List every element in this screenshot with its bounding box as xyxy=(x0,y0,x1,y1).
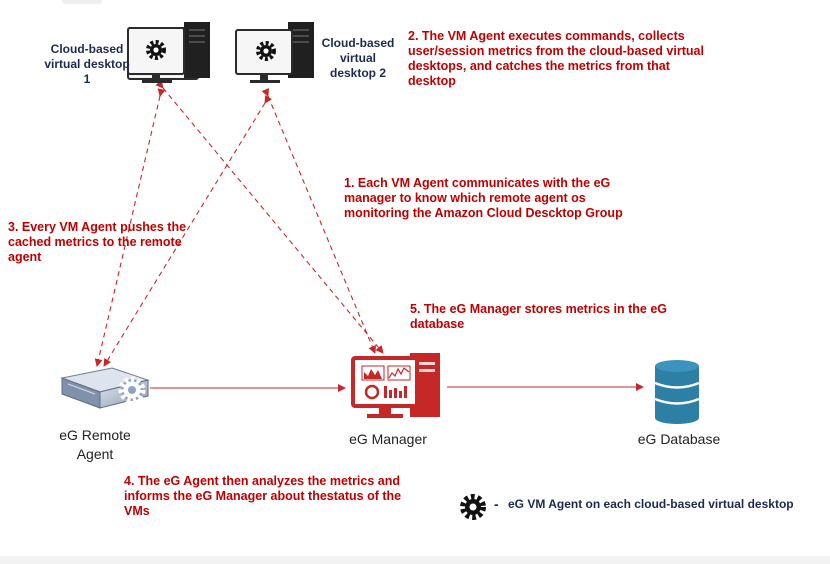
step-5-annotation: 5. The eG Manager stores metrics in the … xyxy=(410,302,668,331)
database-icon xyxy=(654,360,700,424)
desktop-2-label: Cloud-based virtual desktop 2 xyxy=(321,36,395,80)
virtual-desktop-1-icon xyxy=(127,22,210,83)
virtual-desktop-2-icon xyxy=(235,22,314,83)
step-2-annotation: 2. The VM Agent executes commands, colle… xyxy=(408,29,704,88)
step-4-annotation: 4. The eG Agent then analyzes the metric… xyxy=(124,474,402,518)
footer-band xyxy=(0,556,830,564)
remote-agent-label: eG Remote Agent xyxy=(59,427,131,462)
step-3-annotation: 3. Every VM Agent pushes the cached metr… xyxy=(8,220,187,264)
legend-gear-icon xyxy=(460,494,486,520)
remote-agent-server-icon xyxy=(60,367,150,409)
desktop-1-label: Cloud-based virtual desktop 1 xyxy=(44,42,130,86)
manager-server-icon xyxy=(351,353,440,418)
step-1-annotation: 1. Each VM Agent communicates with the e… xyxy=(344,176,623,220)
legend-text: eG VM Agent on each cloud-based virtual … xyxy=(508,497,794,511)
gear-icon xyxy=(118,376,146,404)
connector-desktop2-to-manager xyxy=(261,88,377,354)
legend-dash: - xyxy=(494,496,499,512)
gear-icon xyxy=(256,41,276,61)
database-label: eG Database xyxy=(637,431,721,447)
manager-label: eG Manager xyxy=(349,431,427,447)
connector-desktop2-to-remote-agent xyxy=(103,94,273,367)
gear-icon xyxy=(146,40,166,60)
top-tab-fragment xyxy=(62,0,102,4)
